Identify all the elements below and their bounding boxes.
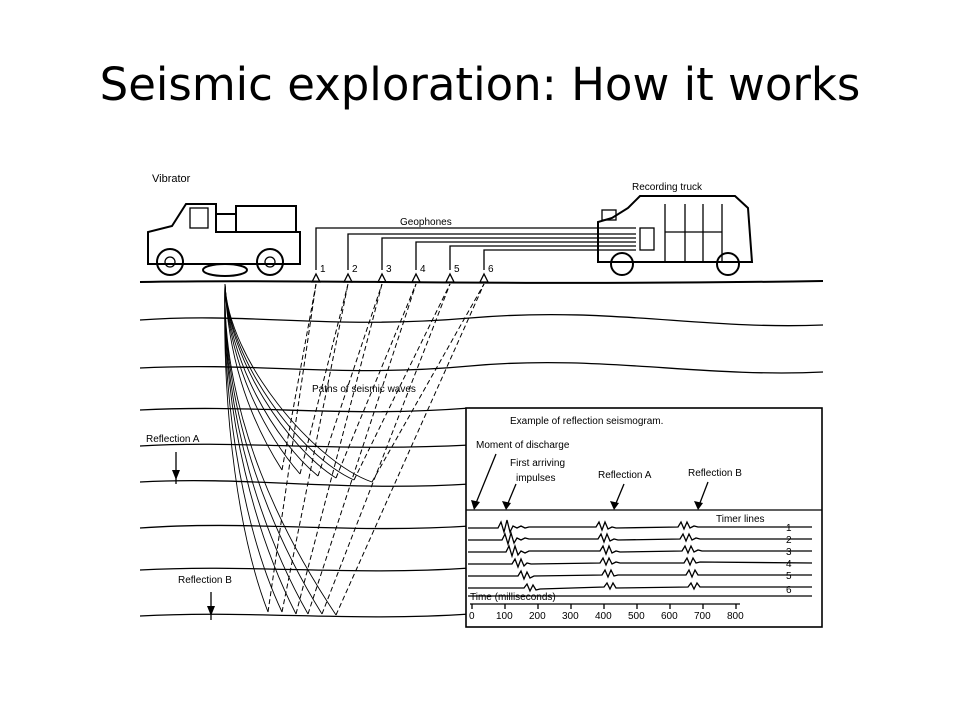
geophones-label: Geophones	[400, 217, 452, 228]
seismogram-arrows	[471, 453, 709, 510]
recording-truck	[597, 195, 754, 276]
trace-number: 6	[786, 585, 792, 596]
geophone-markers	[310, 272, 490, 283]
geophone-number: 4	[420, 264, 426, 275]
stratum-line	[139, 407, 471, 413]
geophone-number: 3	[386, 264, 392, 275]
recording-truck-label: Recording truck	[632, 182, 703, 193]
seismogram-reflection-b-label: Reflection B	[688, 468, 742, 479]
seismogram-reflection-a-label: Reflection A	[598, 470, 652, 481]
first-arriving-label-2: impulses	[516, 473, 555, 484]
time-axis-tick-label: 500	[628, 611, 645, 622]
reflector-a-line	[139, 479, 471, 487]
vibrator-truck	[147, 203, 301, 277]
geophone-cables	[310, 227, 636, 283]
time-axis-tick-label: 600	[661, 611, 678, 622]
trace-line	[468, 543, 812, 559]
trace-number: 3	[786, 547, 792, 558]
trace-line	[468, 519, 812, 535]
trace-number: 1	[786, 523, 792, 534]
trace-number: 4	[786, 559, 792, 570]
seismogram-panel: Example of reflection seismogram. Moment…	[465, 407, 823, 628]
reflected-paths	[267, 283, 485, 616]
trace-line	[468, 556, 813, 569]
geophone-numbers: 1 2 3 4 5 6	[320, 264, 494, 275]
time-axis-tick-label: 300	[562, 611, 579, 622]
stratum-line	[139, 361, 824, 374]
waves-label: Paths of seismic waves	[312, 384, 416, 395]
time-axis-label: Time (milliseconds)	[470, 592, 556, 603]
stratum-line	[139, 524, 471, 530]
reflection-arrows	[172, 452, 215, 620]
strata-lines	[139, 280, 824, 618]
reflection-b-label: Reflection B	[178, 575, 232, 586]
geophone-number: 1	[320, 264, 326, 275]
time-axis-tick-label: 200	[529, 611, 546, 622]
moment-label: Moment of discharge	[476, 440, 570, 451]
geophone-number: 2	[352, 264, 358, 275]
trace-line	[468, 581, 812, 593]
trace-number: 2	[786, 535, 792, 546]
geophone-number: 5	[454, 264, 460, 275]
reflector-b-line	[139, 613, 471, 618]
first-arriving-label: First arriving	[510, 458, 565, 469]
trace-numbers: 1 2 3 4 5 6	[786, 523, 792, 596]
stratum-line	[139, 567, 471, 572]
stratum-line	[139, 443, 471, 448]
trace-number: 5	[786, 571, 792, 582]
time-axis: 0 100 200 300 400 500 600 700 800	[469, 603, 744, 622]
timer-lines-label: Timer lines	[716, 514, 765, 525]
seismogram-title: Example of reflection seismogram.	[510, 416, 663, 427]
reflection-a-label: Reflection A	[146, 434, 200, 445]
time-axis-tick-label: 0	[469, 611, 475, 622]
time-axis-tick-label: 400	[595, 611, 612, 622]
geophone-number: 6	[488, 264, 494, 275]
trace-line	[468, 530, 812, 547]
trace-line	[468, 568, 812, 581]
time-axis-tick-label: 800	[727, 611, 744, 622]
seismogram-traces	[468, 519, 813, 597]
stratum-line	[139, 313, 824, 327]
time-axis-tick-label: 100	[496, 611, 513, 622]
slide-title: Seismic exploration: How it works	[99, 58, 861, 111]
down-going-rays	[224, 283, 373, 616]
time-axis-tick-label: 700	[694, 611, 711, 622]
vibrator-label: Vibrator	[152, 173, 191, 185]
